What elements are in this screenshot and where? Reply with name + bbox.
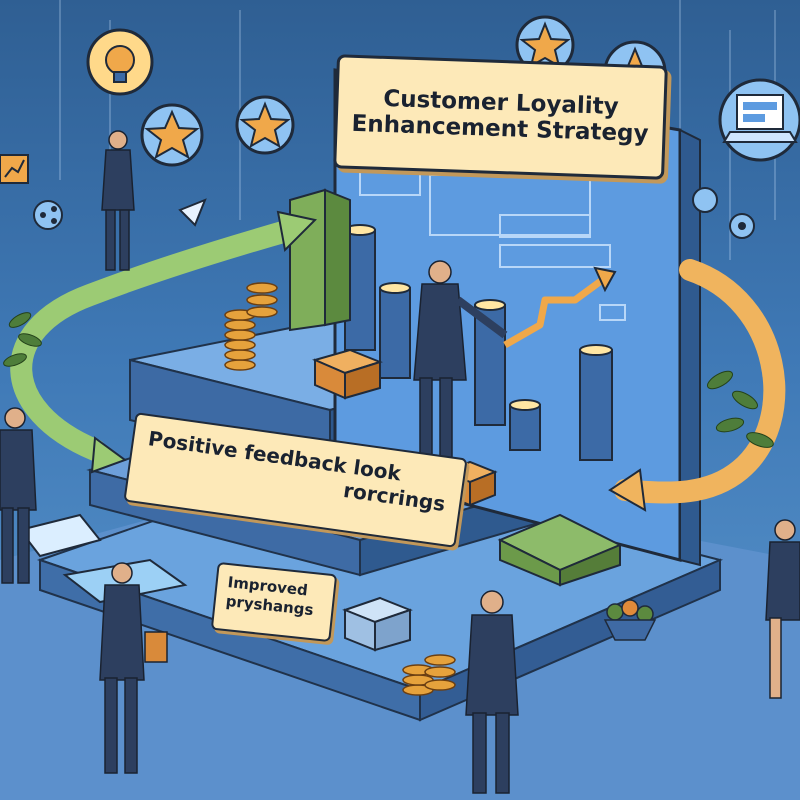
star-icon xyxy=(235,95,295,155)
gift-box-green xyxy=(497,513,623,587)
improved-label: Improved pryshangs xyxy=(210,561,338,643)
trend-arrow xyxy=(503,275,608,349)
gift-box-small xyxy=(342,596,413,652)
orange-loop-arrow xyxy=(614,259,786,504)
green-block xyxy=(289,188,326,332)
green-loop-arrow xyxy=(10,219,301,461)
orange-arrow-head xyxy=(608,468,647,512)
laptop-icon xyxy=(718,78,800,162)
plant-left xyxy=(3,312,42,367)
person-bottom-left xyxy=(99,562,168,774)
screen-panel-edge xyxy=(679,128,701,567)
strategy-title-banner: Customer Loyality Enhancement Strategy xyxy=(333,54,668,180)
plant-right xyxy=(707,370,774,448)
coin-stack-top xyxy=(224,282,278,371)
trend-arrow-head xyxy=(593,266,617,293)
share-icon xyxy=(33,200,63,230)
plant-bowl xyxy=(603,599,657,641)
gift-box-top xyxy=(312,348,383,400)
green-arrow-head-top xyxy=(276,210,318,253)
person-bottom-center xyxy=(465,590,519,794)
chart-icon xyxy=(0,154,29,184)
tablet-left xyxy=(18,513,102,558)
person-right xyxy=(765,519,800,699)
person-left xyxy=(0,407,37,584)
star-icon xyxy=(140,103,204,167)
green-arrow-head-bottom xyxy=(90,436,128,474)
play-icon xyxy=(178,198,207,227)
green-block-side xyxy=(324,188,351,327)
person-top-left xyxy=(101,130,135,271)
star-icon xyxy=(515,15,575,75)
bar-cylinders xyxy=(344,224,613,461)
lightbulb-icon xyxy=(86,28,154,96)
coin-stack-bottom xyxy=(402,654,456,696)
gear-icon xyxy=(692,187,755,239)
